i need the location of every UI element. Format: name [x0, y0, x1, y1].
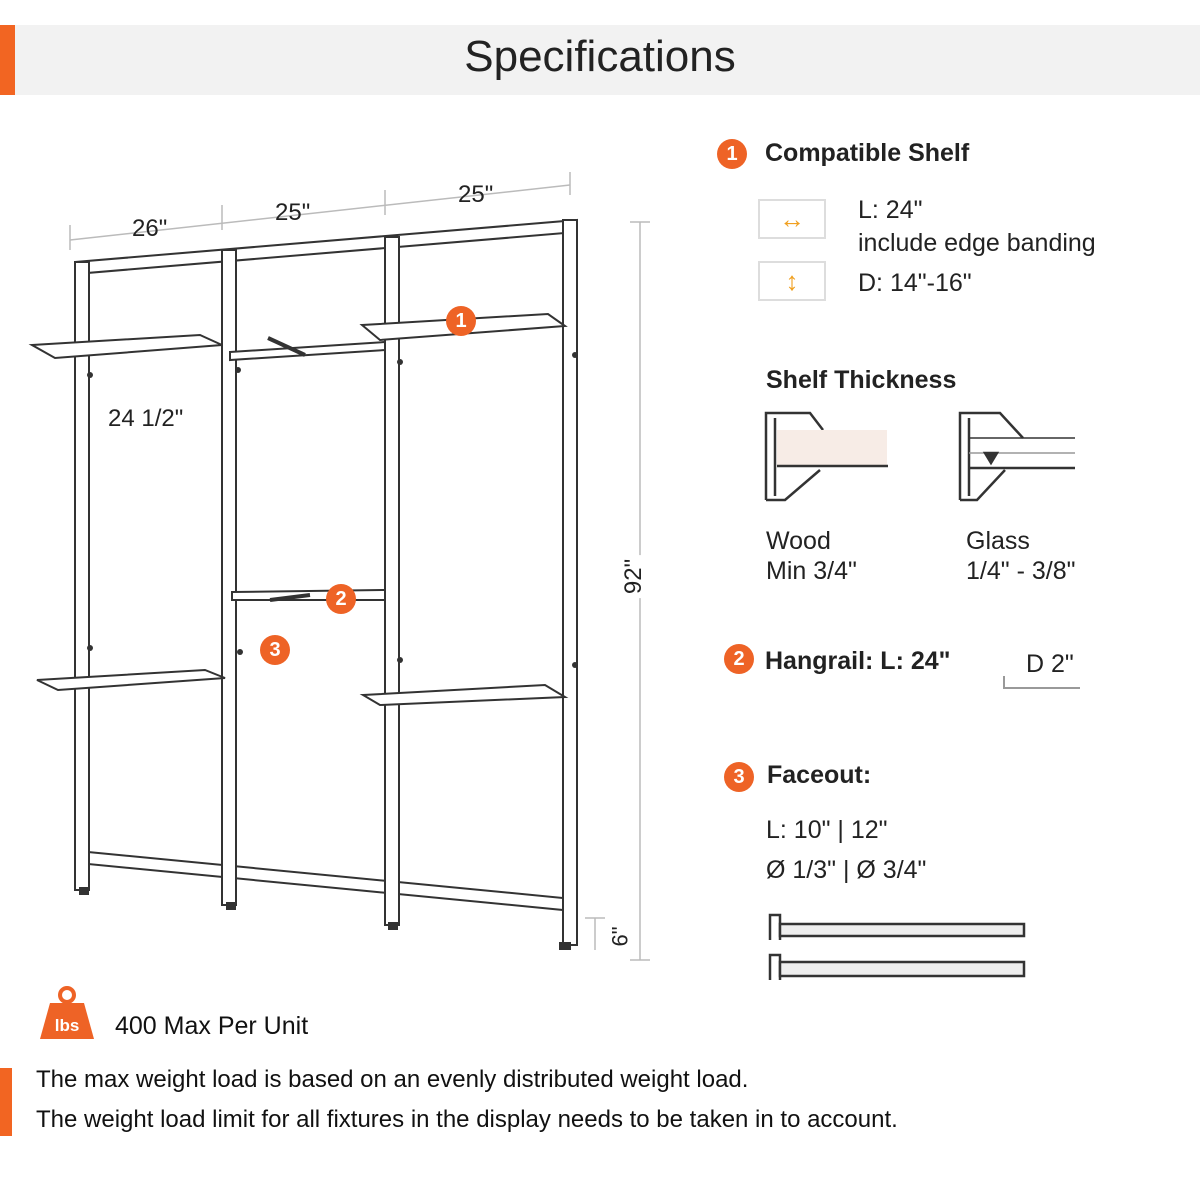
wood-label: Wood: [766, 527, 831, 555]
length-arrow-icon: ↔: [758, 199, 826, 239]
shelf-depth: D: 14"-16": [858, 269, 972, 297]
bracket-illustrations: [764, 411, 1075, 502]
glass-bracket-icon: [958, 411, 1075, 502]
post: [562, 219, 578, 946]
weight-note-1: The max weight load is based on an evenl…: [36, 1066, 749, 1093]
bottom-rail: [87, 850, 564, 912]
compatible-shelf-title: Compatible Shelf: [765, 139, 970, 167]
faceout: [269, 593, 311, 602]
faceout-title: Faceout:: [767, 761, 872, 789]
shelf: [28, 333, 223, 360]
shelf: [36, 668, 226, 692]
width-label-2: 25": [275, 199, 311, 226]
max-weight: 400 Max Per Unit: [115, 1012, 309, 1040]
glass-label: Glass: [966, 527, 1030, 555]
shelf: [359, 683, 569, 707]
floor-clearance-label: 6": [607, 926, 633, 947]
header-band: [0, 25, 1200, 95]
post: [221, 249, 237, 906]
hangrail: [229, 340, 386, 362]
hangrail-profile-icon: [1003, 676, 1080, 689]
spec-number-3: 3: [724, 762, 754, 792]
callout-3: 3: [260, 635, 290, 665]
width-label-1: 26": [132, 215, 168, 242]
wood-value: Min 3/4": [766, 557, 857, 585]
spec-number-2: 2: [724, 644, 754, 674]
height-label: 92": [617, 554, 651, 599]
shelf-thickness-title: Shelf Thickness: [766, 366, 957, 394]
faceout-diameter: Ø 1/3" | Ø 3/4": [766, 856, 927, 884]
hangrail-depth: D 2": [1026, 650, 1074, 678]
weight-icon: lbs: [40, 986, 94, 1039]
rack-diagram: [28, 172, 650, 961]
faceout-bars-icon: [768, 913, 1026, 980]
faceout: [267, 336, 306, 357]
callout-1: 1: [446, 306, 476, 336]
glass-value: 1/4" - 3/8": [966, 557, 1076, 585]
header-accent-bar: [0, 25, 15, 95]
page-title: Specifications: [464, 32, 736, 81]
hangrail-title: Hangrail: L: 24": [765, 647, 951, 675]
footer-accent-bar: [0, 1068, 12, 1136]
spec-number-1: 1: [717, 139, 747, 169]
shelf-length-note: include edge banding: [858, 229, 1096, 257]
faceout-length: L: 10" | 12": [766, 816, 888, 844]
weight-icon-label: lbs: [55, 1016, 80, 1035]
depth-arrow-icon: ↕: [758, 261, 826, 301]
width-label-3: 25": [458, 181, 494, 208]
shelf-length: L: 24": [858, 196, 923, 224]
shelf-spacing-label: 24 1/2": [108, 405, 184, 432]
callout-2: 2: [326, 584, 356, 614]
weight-note-2: The weight load limit for all fixtures i…: [36, 1106, 898, 1133]
wood-bracket-icon: [764, 411, 888, 502]
